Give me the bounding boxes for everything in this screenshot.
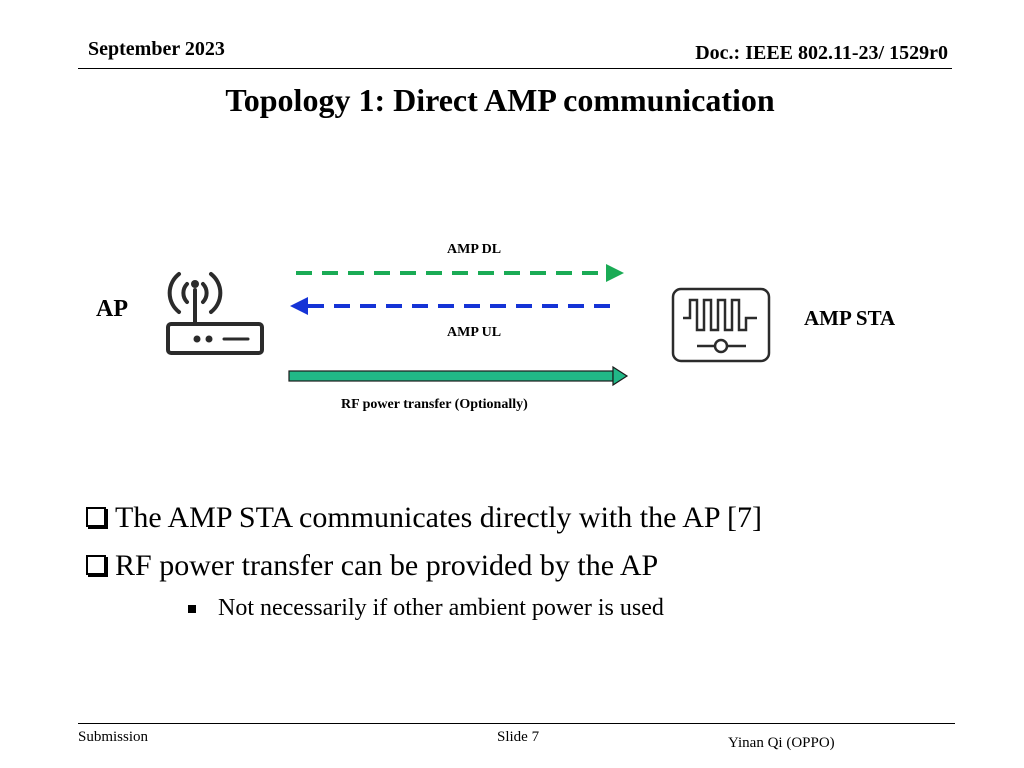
header-divider	[78, 68, 952, 69]
checkbox-bullet-icon	[86, 555, 106, 575]
amp-dl-arrow	[296, 264, 624, 282]
bullet-text: The AMP STA communicates directly with t…	[115, 501, 762, 534]
checkbox-bullet-icon	[86, 507, 106, 527]
square-bullet-icon	[188, 604, 196, 613]
bullet-text: RF power transfer can be provided by the…	[115, 549, 659, 582]
rf-power-label: RF power transfer (Optionally)	[341, 397, 528, 412]
header-date: September 2023	[88, 38, 225, 60]
ap-label: AP	[96, 296, 128, 322]
amp-device-icon	[671, 287, 771, 363]
wifi-router-icon	[166, 272, 264, 355]
footer-author: Yinan Qi (OPPO)	[728, 735, 835, 751]
amp-sta-label: AMP STA	[804, 306, 896, 330]
bullet-item: The AMP STA communicates directly with t…	[86, 494, 762, 542]
footer-divider	[78, 723, 955, 724]
sub-bullet-text: Not necessarily if other ambient power i…	[218, 595, 664, 621]
bullet-list: The AMP STA communicates directly with t…	[86, 494, 762, 590]
amp-ul-arrow	[290, 297, 620, 315]
sub-bullet-item: Not necessarily if other ambient power i…	[188, 595, 664, 622]
header-doc-id: Doc.: IEEE 802.11-23/ 1529r0	[695, 42, 948, 64]
footer-slide-number: Slide 7	[497, 729, 540, 745]
amp-dl-label: AMP DL	[447, 242, 502, 257]
footer-submission: Submission	[78, 729, 149, 745]
bullet-item: RF power transfer can be provided by the…	[86, 542, 762, 590]
rf-power-arrow	[288, 365, 629, 387]
slide-title: Topology 1: Direct AMP communication	[225, 82, 775, 118]
amp-ul-label: AMP UL	[447, 325, 502, 340]
